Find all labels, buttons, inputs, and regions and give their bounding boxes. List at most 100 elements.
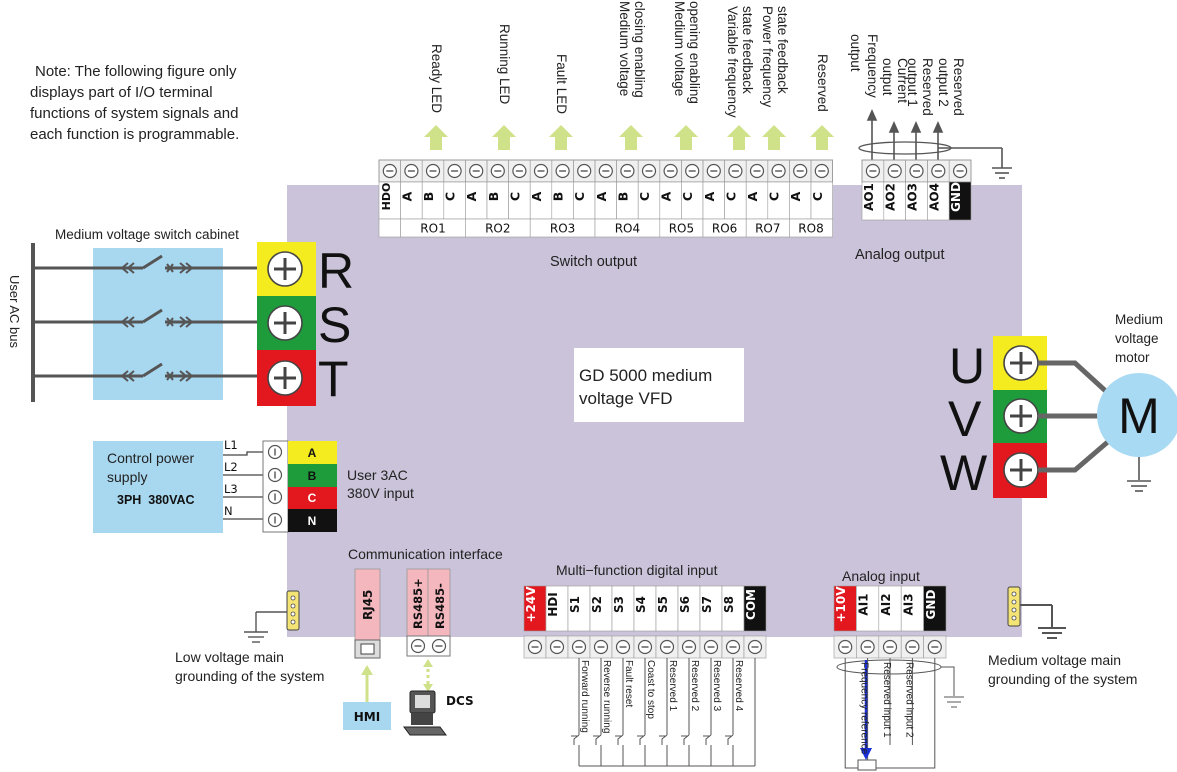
analog-output-terminal-ao2: AO2 <box>884 183 898 211</box>
switch-output-terminal-c: C <box>507 192 522 201</box>
digital-input-terminal-s5: S5 <box>656 596 670 613</box>
control-power-box <box>93 441 223 533</box>
switch-output-terminal-c: C <box>723 192 738 201</box>
note-line-4: each function is programmable. <box>30 126 239 143</box>
phase-label-r: R <box>318 243 354 299</box>
phase-label-v: V <box>948 391 982 447</box>
digital-input-terminal-s4: S4 <box>634 596 648 613</box>
switch-output-terminal-c: C <box>572 192 587 201</box>
switch-output-signal-8-line-1: Reserved <box>815 54 830 112</box>
output-arrow-1 <box>424 125 448 150</box>
motor-wires <box>1038 360 1112 473</box>
cabinet-label: Medium voltage switch cabinet <box>55 227 239 242</box>
switch-output-terminal-a: A <box>702 191 717 201</box>
digital-input-terminal-s8: S8 <box>722 596 736 613</box>
relay-group-ro7: RO7 <box>755 222 780 236</box>
phase-feed-lines <box>33 254 265 378</box>
digital-input-signal-4: Coast to stop <box>645 660 656 719</box>
switch-output-terminal-b: B <box>551 192 566 202</box>
medium-voltage-ground-label-2: grounding of the system <box>988 671 1137 687</box>
analog-input-signal-2: Reserved input 1 <box>881 662 892 738</box>
dcs-label: DCS <box>446 694 474 708</box>
digital-input-terminal-s3: S3 <box>612 596 626 613</box>
relay-group-ro4: RO4 <box>615 222 640 236</box>
vfd-label-box: GD 5000 medium voltage VFD <box>574 348 744 422</box>
output-arrow-4 <box>619 125 643 150</box>
switch-output-terminal-a: A <box>659 191 674 201</box>
analog-input-signal-3: Reserved input 2 <box>903 662 914 738</box>
switch-output-terminal-c: C <box>443 192 458 201</box>
rj45-label: RJ45 <box>361 590 375 620</box>
switch-output-signal-5-line-1: Medium voltage <box>672 1 687 96</box>
analog-output-terminal-gnd: GND <box>949 182 963 212</box>
user-input-label-2: 380V input <box>347 485 414 501</box>
control-power-label-1: Control power <box>107 450 194 466</box>
computer-icon <box>403 690 447 736</box>
terminal-label-c: C <box>308 491 317 505</box>
control-power-line-labels: L1 L2 L3 N <box>224 438 238 518</box>
control-power-rating: 3PH 380VAC <box>117 493 195 507</box>
ao-signal-3a: Reserved <box>920 58 935 116</box>
low-voltage-ground <box>244 590 300 643</box>
switch-output-signal-4-line-2: closing enabling <box>632 1 647 98</box>
digital-input-signal-3: Fault reset <box>623 660 634 707</box>
analog-output-signal-labels: Frequency output Current output Reserved… <box>848 34 966 116</box>
motor-label-2: voltage <box>1115 331 1159 346</box>
line-label-n: N <box>224 504 233 518</box>
switch-output-signal-3-line-1: Fault LED <box>554 54 569 114</box>
output-arrow-7 <box>762 125 786 150</box>
output-arrow-8 <box>810 125 834 150</box>
comm-arrows <box>361 659 433 703</box>
disconnect-symbols <box>120 262 194 382</box>
switch-output-signal-6-line-1: Variable frequency <box>725 6 740 118</box>
terminal-n <box>288 509 337 532</box>
ao-signal-3b: output 1 <box>905 58 920 107</box>
switch-output-terminal-a: A <box>399 191 414 201</box>
output-terminal-block: U V W <box>940 336 1047 501</box>
digital-input-signal-7: Reserved 3 <box>711 660 722 712</box>
analog-output-terminal-ao3: AO3 <box>906 183 920 211</box>
analog-input-terminal-plus-10v: +10V <box>834 586 848 623</box>
motor-label-1: Medium <box>1115 312 1163 327</box>
digital-input-terminal-s2: S2 <box>590 596 604 613</box>
switch-output-signal-2-line-1: Running LED <box>497 24 512 105</box>
terminal-a <box>288 441 337 464</box>
vfd-label-line-1: GD 5000 medium <box>579 366 712 385</box>
switch-output-terminal-b: B <box>421 192 436 202</box>
relay-group-ro1: RO1 <box>420 222 445 236</box>
relay-group-ro8: RO8 <box>798 222 823 236</box>
digital-input-signal-6: Reserved 2 <box>689 660 700 712</box>
output-arrow-5 <box>674 125 698 150</box>
digital-input-terminal-s7: S7 <box>700 596 714 613</box>
phase-label-t: T <box>318 351 349 407</box>
switch-output-terminal-a: A <box>464 191 479 201</box>
switch-output-terminal-b: B <box>615 192 630 202</box>
switch-output-signal-7-line-1: Power frequency <box>760 6 775 108</box>
medium-voltage-ground-label-1: Medium voltage main <box>988 652 1121 668</box>
ac-bus-label: User AC bus <box>7 275 22 348</box>
note-line-2: displays part of I/O terminal <box>30 84 213 101</box>
switch-output-terminal-a: A <box>788 191 803 201</box>
rs485-minus-label: RS485- <box>433 583 447 629</box>
analog-input-label: Analog input <box>842 568 920 584</box>
switch-output-terminal-c: C <box>810 192 825 201</box>
analog-output-terminal-ao4: AO4 <box>927 183 941 211</box>
switch-output-label: Switch output <box>550 254 637 270</box>
input-terminal-block: R S T <box>257 242 354 407</box>
analog-output-shield <box>858 141 952 155</box>
digital-input-label: Multi−function digital input <box>556 562 718 578</box>
relay-group-ro3: RO3 <box>550 222 575 236</box>
terminal-label-b: B <box>308 469 317 483</box>
line-label-l1: L1 <box>224 438 238 452</box>
rs485-plus-label: RS485+ <box>411 578 425 629</box>
ao-signal-1a: Frequency <box>865 34 880 98</box>
control-power-terminal-block: A B C N <box>262 440 337 533</box>
terminal-b <box>288 464 337 487</box>
phase-label-s: S <box>318 297 351 353</box>
